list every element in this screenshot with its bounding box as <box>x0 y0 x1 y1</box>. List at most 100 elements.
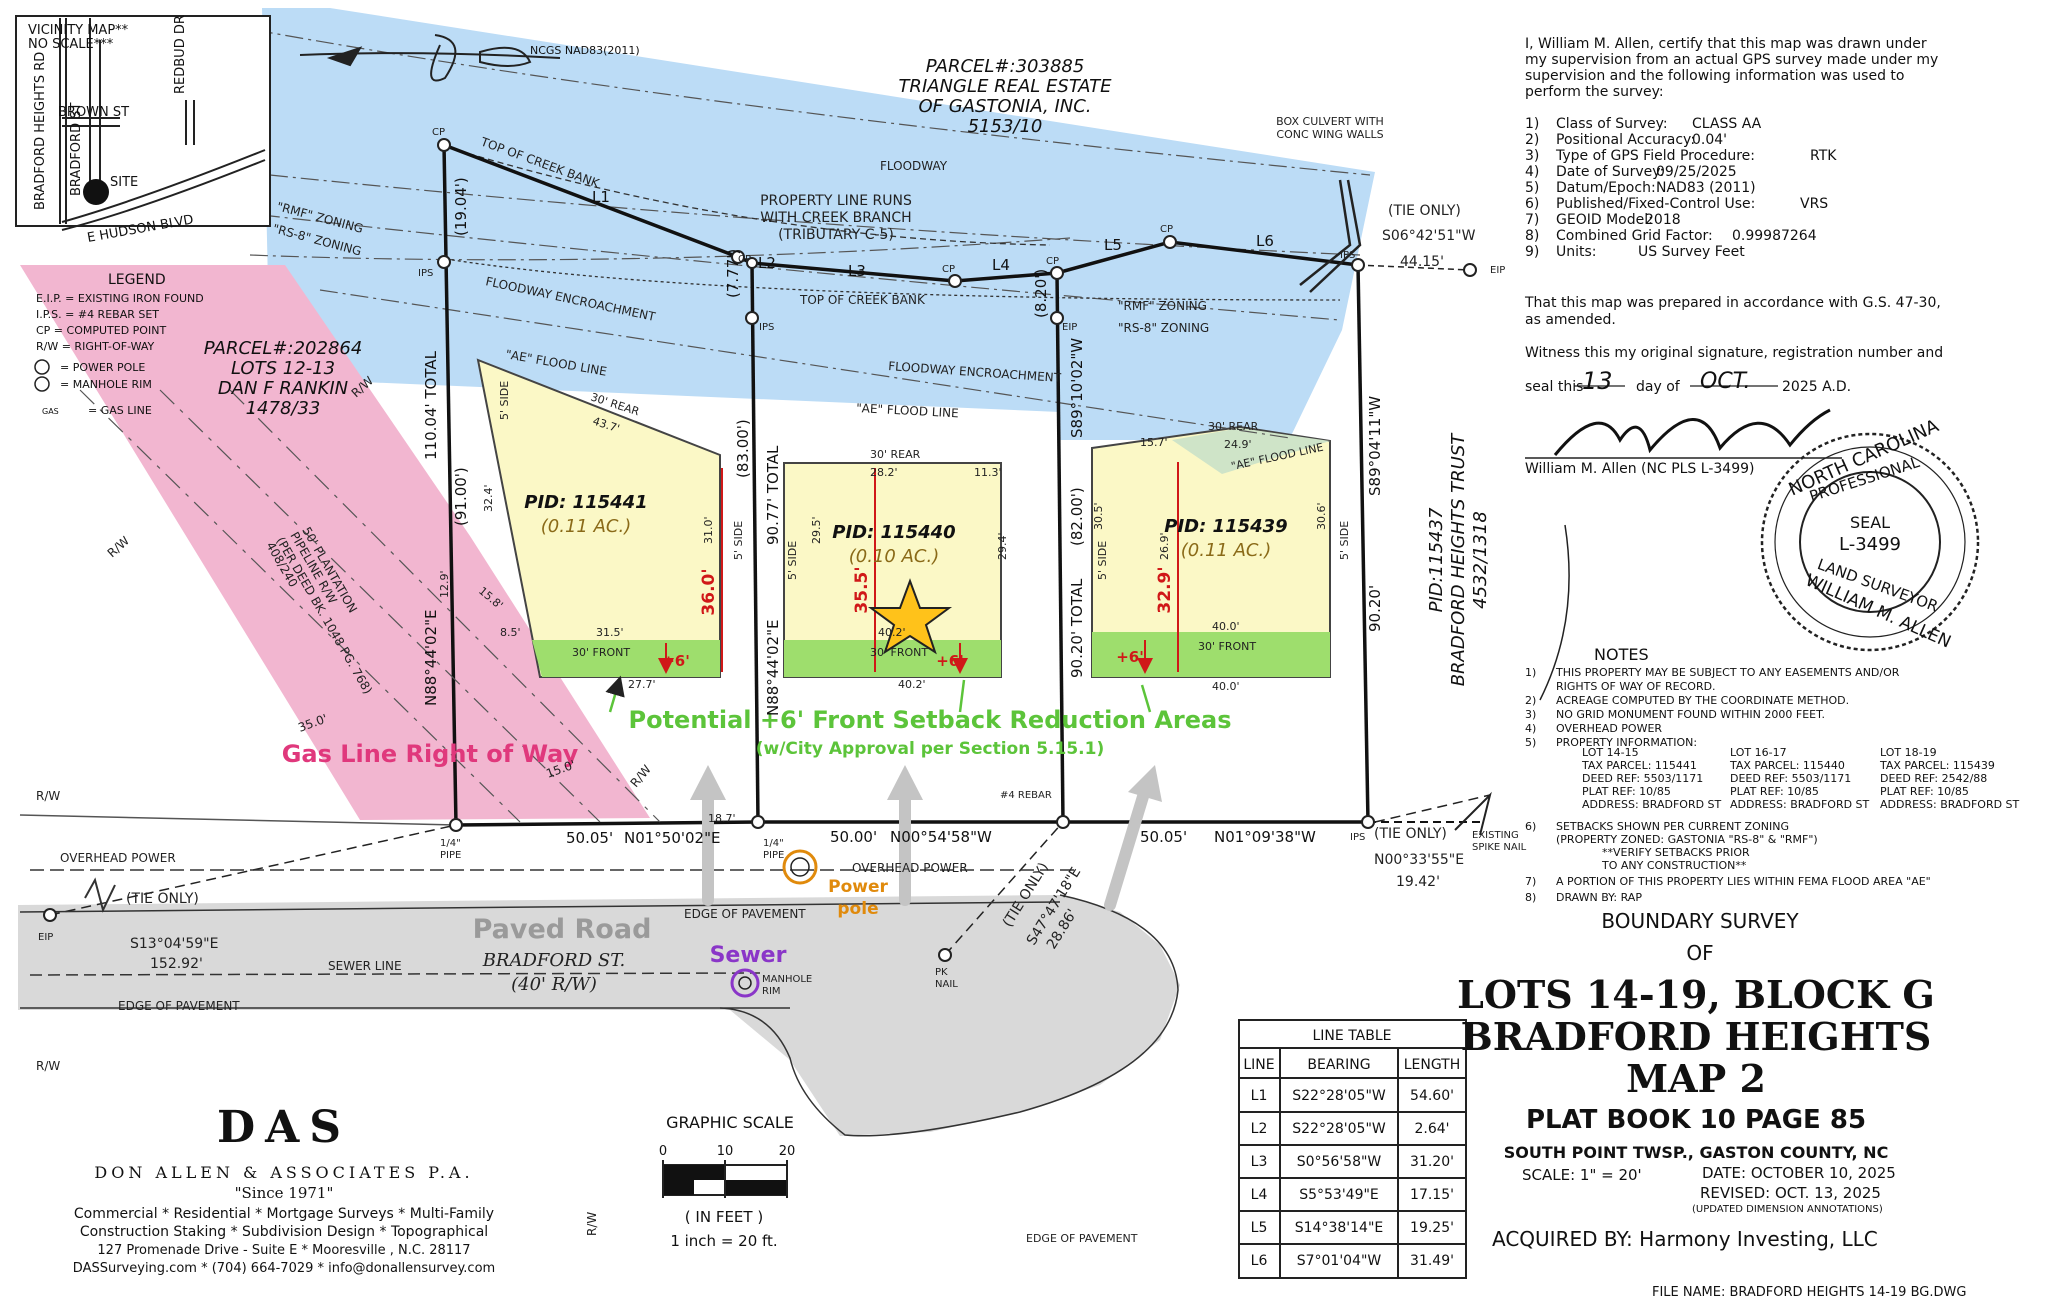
lot-dim: 24.9' <box>1224 438 1252 451</box>
lot-dim: 5' SIDE <box>498 381 511 420</box>
rs8-label: "RS-8" ZONING <box>1118 321 1209 335</box>
rw-label: R/W <box>585 1212 599 1236</box>
line-table-cell: S14°38'14"E <box>1295 1220 1383 1236</box>
lot-dim: 29.5' <box>810 516 823 544</box>
title-main: MAP 2 <box>1626 1056 1766 1101</box>
paved-road-annotation: Paved Road <box>473 914 652 945</box>
lot-dim: 5' SIDE <box>786 541 799 580</box>
line-label-l5: L5 <box>1104 236 1122 254</box>
line-table-cell: S22°28'05"W <box>1292 1088 1386 1104</box>
north-arrow-label: NCGS NAD83(2011) <box>530 44 640 57</box>
rw-label: R/W <box>36 789 60 803</box>
pipe-label: PIPE <box>440 850 461 861</box>
front-bearing: N01°09'38"W <box>1214 828 1316 846</box>
title-revised: REVISED: OCT. 13, 2025 <box>1700 1184 1881 1202</box>
cert-item-label: Date of Survey: <box>1556 164 1664 180</box>
north-arrow-icon <box>299 34 561 82</box>
power-pole-annotation: Power <box>828 877 888 897</box>
property-info: TAX PARCEL: 115440 <box>1729 759 1845 772</box>
front-bearing: N00°54'58"W <box>890 828 992 846</box>
ae-flood-label: "AE" FLOOD LINE <box>856 401 959 420</box>
cert-item-label: Type of GPS Field Procedure: <box>1555 148 1755 164</box>
line-table-cell: L3 <box>1251 1154 1268 1170</box>
cert-item-value: US Survey Feet <box>1638 244 1745 260</box>
property-info: PLAT REF: 10/85 <box>1730 785 1819 798</box>
front-setback-strip-3 <box>1092 632 1330 677</box>
cert-item-number: 3) <box>1525 148 1539 164</box>
line-table-cell: 31.20' <box>1410 1154 1454 1170</box>
tie-sw-bearing: S13°04'59"E <box>130 936 218 952</box>
cert-text: perform the survey: <box>1525 84 1664 100</box>
west-parcel-line: 1478/33 <box>246 398 321 419</box>
property-info: ADDRESS: BRADFORD ST <box>1582 798 1722 811</box>
firm-since: "Since 1971" <box>235 1184 334 1202</box>
east-boundary <box>1356 264 1370 823</box>
legend-item: = POWER POLE <box>60 361 145 374</box>
cert-prepared: That this map was prepared in accordance… <box>1524 295 1941 311</box>
mid1-seg: (7.77') <box>724 249 742 298</box>
street-name: BRADFORD ST. <box>482 950 626 971</box>
note-line: A PORTION OF THIS PROPERTY LIES WITHIN F… <box>1556 875 1931 888</box>
cert-witness: Witness this my original signature, regi… <box>1525 345 1943 361</box>
title-main: LOTS 14-19, BLOCK G <box>1457 972 1935 1017</box>
vicinity-street: BROWN ST <box>58 105 129 120</box>
property-info: DEED REF: 5503/1171 <box>1582 772 1703 785</box>
property-info: PLAT REF: 10/85 <box>1880 785 1969 798</box>
cert-item-number: 4) <box>1525 164 1539 180</box>
cert-seal-day: 13 <box>1582 367 1613 395</box>
property-info: DEED REF: 5503/1171 <box>1730 772 1851 785</box>
lot-dim: 30' FRONT <box>572 646 630 659</box>
cert-item-number: 7) <box>1525 212 1539 228</box>
cert-text: supervision and the following informatio… <box>1525 68 1904 84</box>
firm-name: DON ALLEN & ASSOCIATES P.A. <box>94 1163 473 1182</box>
legend-item: CP = COMPUTED POINT <box>36 324 166 337</box>
line-table-cell: S0°56'58"W <box>1297 1154 1382 1170</box>
north-parcel-line: OF GASTONIA, INC. <box>918 96 1091 117</box>
spike-label: EXISTING <box>1472 830 1519 841</box>
sewer-annotation: Sewer <box>710 943 787 968</box>
notes-title: NOTES <box>1594 645 1649 664</box>
surveyor-seal <box>1760 432 1980 652</box>
tie-se-distance: 19.42' <box>1396 874 1440 890</box>
spike-label: SPIKE NAIL <box>1472 842 1527 853</box>
title-acquired: ACQUIRED BY: Harmony Investing, LLC <box>1492 1227 1878 1251</box>
front-bearing: N01°50'02"E <box>624 829 720 847</box>
property-info: TAX PARCEL: 115441 <box>1581 759 1697 772</box>
overhead-power-label: OVERHEAD POWER <box>852 861 968 875</box>
vicinity-street: REDBUD DR <box>173 15 188 94</box>
edge-pavement-label: EDGE OF PAVEMENT <box>1026 1232 1138 1245</box>
line-label-l2: L2 <box>758 254 776 272</box>
cert-item-label: Positional Accuracy: <box>1556 132 1695 148</box>
cert-item-number: 2) <box>1525 132 1539 148</box>
lot-dim: 29.4' <box>996 532 1009 560</box>
east-bearing: S89°04'11"W <box>1366 396 1384 496</box>
legend-title: LEGEND <box>108 272 166 288</box>
vicinity-map-frame <box>15 15 271 227</box>
firm-address: 127 Promenade Drive - Suite E * Mooresvi… <box>97 1243 470 1258</box>
pipe-label: 1/4" <box>440 838 461 849</box>
edge-pavement-label: EDGE OF PAVEMENT <box>118 999 240 1013</box>
cert-item-value: 09/25/2025 <box>1656 164 1737 180</box>
east-distance: 90.20' <box>1366 585 1384 632</box>
cert-item-label: Units: <box>1556 244 1597 260</box>
note-number: 7) <box>1525 875 1536 888</box>
lot-dim: 30' REAR <box>1208 420 1259 433</box>
cert-prepared: as amended. <box>1525 312 1616 328</box>
firm-services: Commercial * Residential * Mortgage Surv… <box>74 1206 494 1222</box>
cert-item-number: 9) <box>1525 244 1539 260</box>
lot-dim: 32.4' <box>482 484 495 512</box>
front-distance: 50.05' <box>1140 828 1187 846</box>
eip-label: EIP <box>38 932 53 943</box>
cert-item-value: RTK <box>1810 148 1837 164</box>
power-pole-annotation: pole <box>837 899 878 919</box>
cp-label: CP <box>1160 224 1173 235</box>
lot-dim: 5' SIDE <box>732 521 745 560</box>
line-table-cell: L1 <box>1251 1088 1268 1104</box>
creek-label: (TRIBUTARY C-5) <box>778 227 894 243</box>
note-line: DRAWN BY: RAP <box>1556 891 1642 904</box>
manhole-label: MANHOLE <box>762 974 812 985</box>
note-number: 2) <box>1525 694 1536 707</box>
line-label-l3: L3 <box>848 262 866 280</box>
tie-only-label: (TIE ONLY) <box>1374 826 1447 842</box>
west-parcel-line: DAN F RANKIN <box>218 378 348 399</box>
